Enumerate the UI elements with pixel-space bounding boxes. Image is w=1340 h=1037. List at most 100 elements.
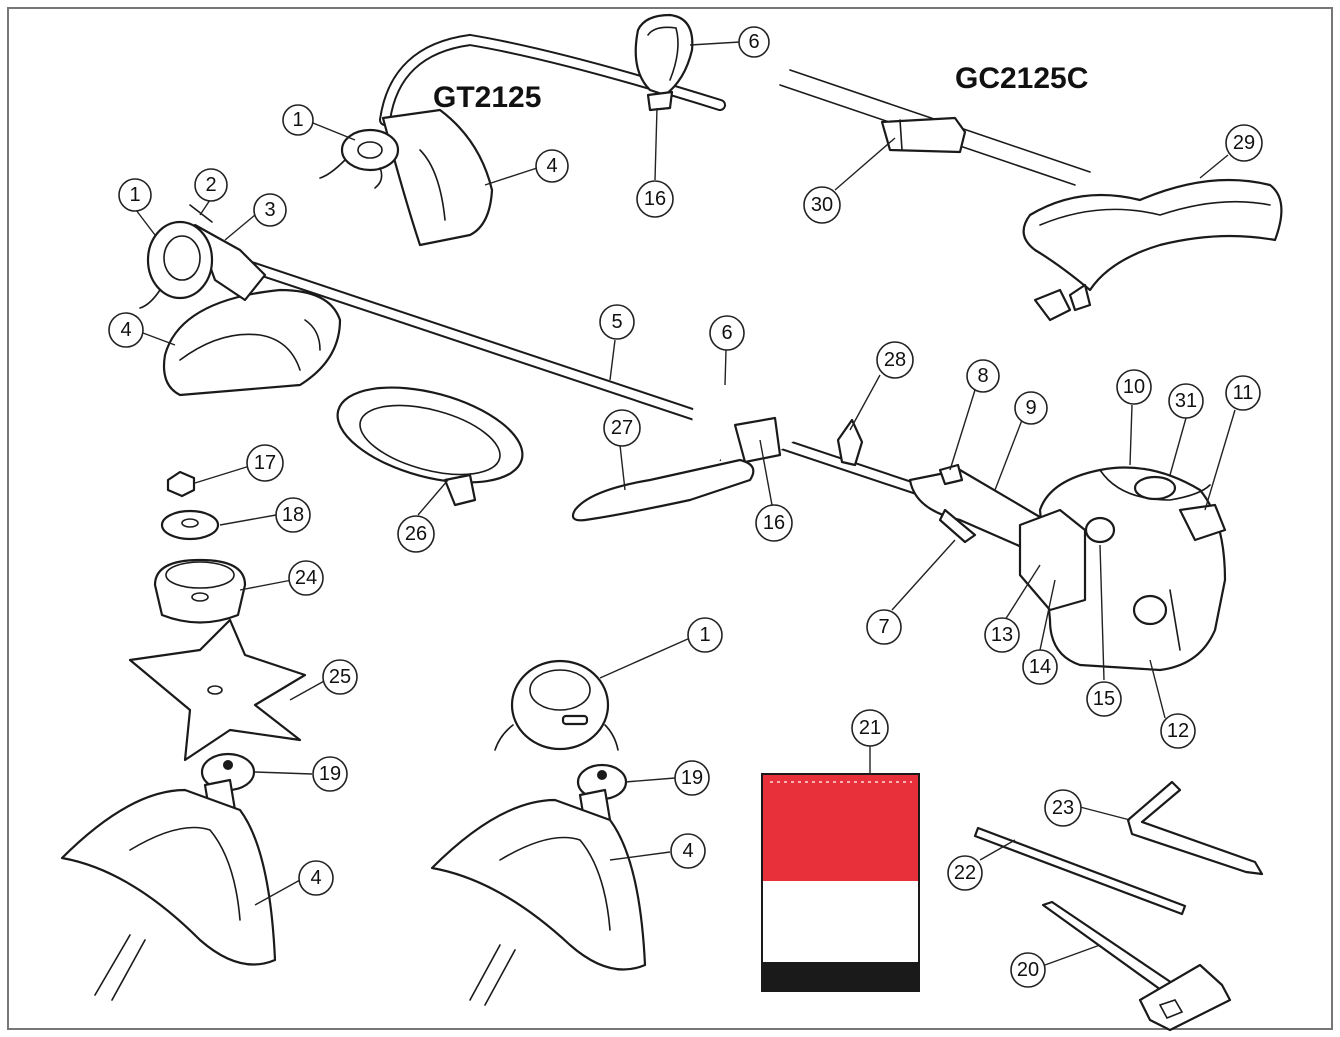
model-label-gc2125c: GC2125C: [955, 62, 1088, 95]
callout-25: 25: [322, 659, 358, 695]
svg-text:6: 6: [721, 322, 732, 344]
blade: [128, 618, 307, 762]
callout-14: 14: [1022, 649, 1058, 685]
svg-text:4: 4: [546, 155, 557, 177]
callout-30: 30: [803, 186, 841, 224]
callout-8: 8: [966, 359, 1000, 393]
svg-text:13: 13: [991, 624, 1013, 646]
callout-6-gt: 6: [738, 26, 770, 58]
callout-23: 23: [1044, 789, 1082, 827]
svg-text:24: 24: [295, 567, 317, 589]
gc2125c-inset: [779, 69, 1091, 186]
svg-text:3: 3: [264, 199, 275, 221]
svg-text:23: 23: [1052, 797, 1074, 819]
svg-text:28: 28: [884, 349, 906, 371]
callout-2: 2: [194, 168, 228, 202]
callout-11: 11: [1225, 375, 1261, 411]
callout-4-gt: 4: [535, 149, 569, 183]
svg-text:9: 9: [1025, 397, 1036, 419]
main-trimmer-head: [146, 220, 214, 300]
callout-20: 20: [1010, 952, 1046, 988]
callout-1-main: 1: [118, 178, 152, 212]
primer-bulb: [1133, 475, 1177, 501]
gt2125-guard: [381, 108, 494, 247]
svg-text:27: 27: [611, 417, 633, 439]
blade-kit: [60, 470, 307, 1001]
manual-red-band: [763, 775, 918, 881]
svg-text:1: 1: [699, 624, 710, 646]
svg-text:25: 25: [329, 666, 351, 688]
svg-text:11: 11: [1233, 382, 1254, 404]
svg-text:10: 10: [1123, 376, 1145, 398]
svg-text:30: 30: [811, 194, 833, 216]
svg-text:4: 4: [120, 319, 131, 341]
callout-4-main: 4: [108, 312, 144, 348]
callout-4-blade: 4: [298, 860, 334, 896]
callout-21: 21: [851, 709, 889, 747]
svg-text:26: 26: [405, 523, 427, 545]
svg-text:18: 18: [282, 504, 304, 526]
svg-text:12: 12: [1167, 720, 1189, 742]
gt2125-inset: [319, 13, 726, 247]
svg-text:20: 20: [1017, 959, 1039, 981]
svg-text:15: 15: [1093, 688, 1115, 710]
manual-black-band: [763, 962, 918, 990]
fuel-cap: [1084, 516, 1116, 544]
svg-text:6: 6: [748, 31, 759, 53]
kit-trimmer-head: [510, 659, 610, 751]
svg-text:4: 4: [682, 840, 693, 862]
callout-13: 13: [984, 617, 1020, 653]
tools: [973, 780, 1264, 1032]
svg-text:17: 17: [254, 452, 276, 474]
main-guard: [162, 288, 342, 397]
nut: [166, 470, 196, 498]
strap-hook: [836, 418, 864, 467]
callout-16-main: 16: [755, 504, 793, 542]
callout-1-kit: 1: [687, 617, 723, 653]
callout-31: 31: [1168, 383, 1204, 419]
callout-6-main: 6: [709, 315, 745, 351]
svg-text:21: 21: [859, 717, 881, 739]
callout-19-blade: 19: [312, 756, 348, 792]
starter-handle: [1132, 594, 1168, 626]
washer: [160, 509, 220, 541]
callout-9: 9: [1014, 391, 1048, 425]
leader-lines: [135, 41, 1236, 966]
callout-27: 27: [603, 409, 641, 447]
svg-text:1: 1: [292, 109, 303, 131]
operator-manual: [761, 773, 920, 992]
callout-29: 29: [1225, 124, 1263, 162]
svg-text:22: 22: [954, 862, 976, 884]
svg-text:19: 19: [319, 763, 341, 785]
blade-guard-a: [60, 788, 277, 966]
callout-17: 17: [246, 444, 284, 482]
callout-28: 28: [876, 341, 914, 379]
callout-7: 7: [866, 609, 902, 645]
cup: [153, 558, 247, 624]
gt2125-trimmer-head: [340, 128, 400, 172]
callout-24: 24: [288, 560, 324, 596]
trimmer-head-kit: [430, 659, 647, 1006]
callout-1-gt: 1: [282, 104, 314, 136]
callout-12: 12: [1160, 713, 1196, 749]
callout-10: 10: [1116, 369, 1152, 405]
callout-5: 5: [599, 304, 635, 340]
callout-18: 18: [275, 497, 311, 533]
hex-key: [1126, 780, 1264, 876]
svg-text:31: 31: [1175, 390, 1197, 412]
stop-switch: [938, 463, 964, 486]
main-trimmer: [139, 204, 1227, 672]
shoulder-strap: [1022, 178, 1283, 322]
svg-text:5: 5: [611, 311, 622, 333]
callout-3: 3: [253, 193, 287, 227]
callout-26: 26: [397, 515, 435, 553]
svg-text:19: 19: [681, 767, 703, 789]
svg-text:7: 7: [878, 616, 889, 638]
callout-19-kit: 19: [674, 760, 710, 796]
callout-16-gt: 16: [636, 180, 674, 218]
svg-text:4: 4: [310, 867, 321, 889]
callout-15: 15: [1086, 681, 1122, 717]
callout-22: 22: [947, 855, 983, 891]
diagram-frame: [7, 7, 1333, 1030]
